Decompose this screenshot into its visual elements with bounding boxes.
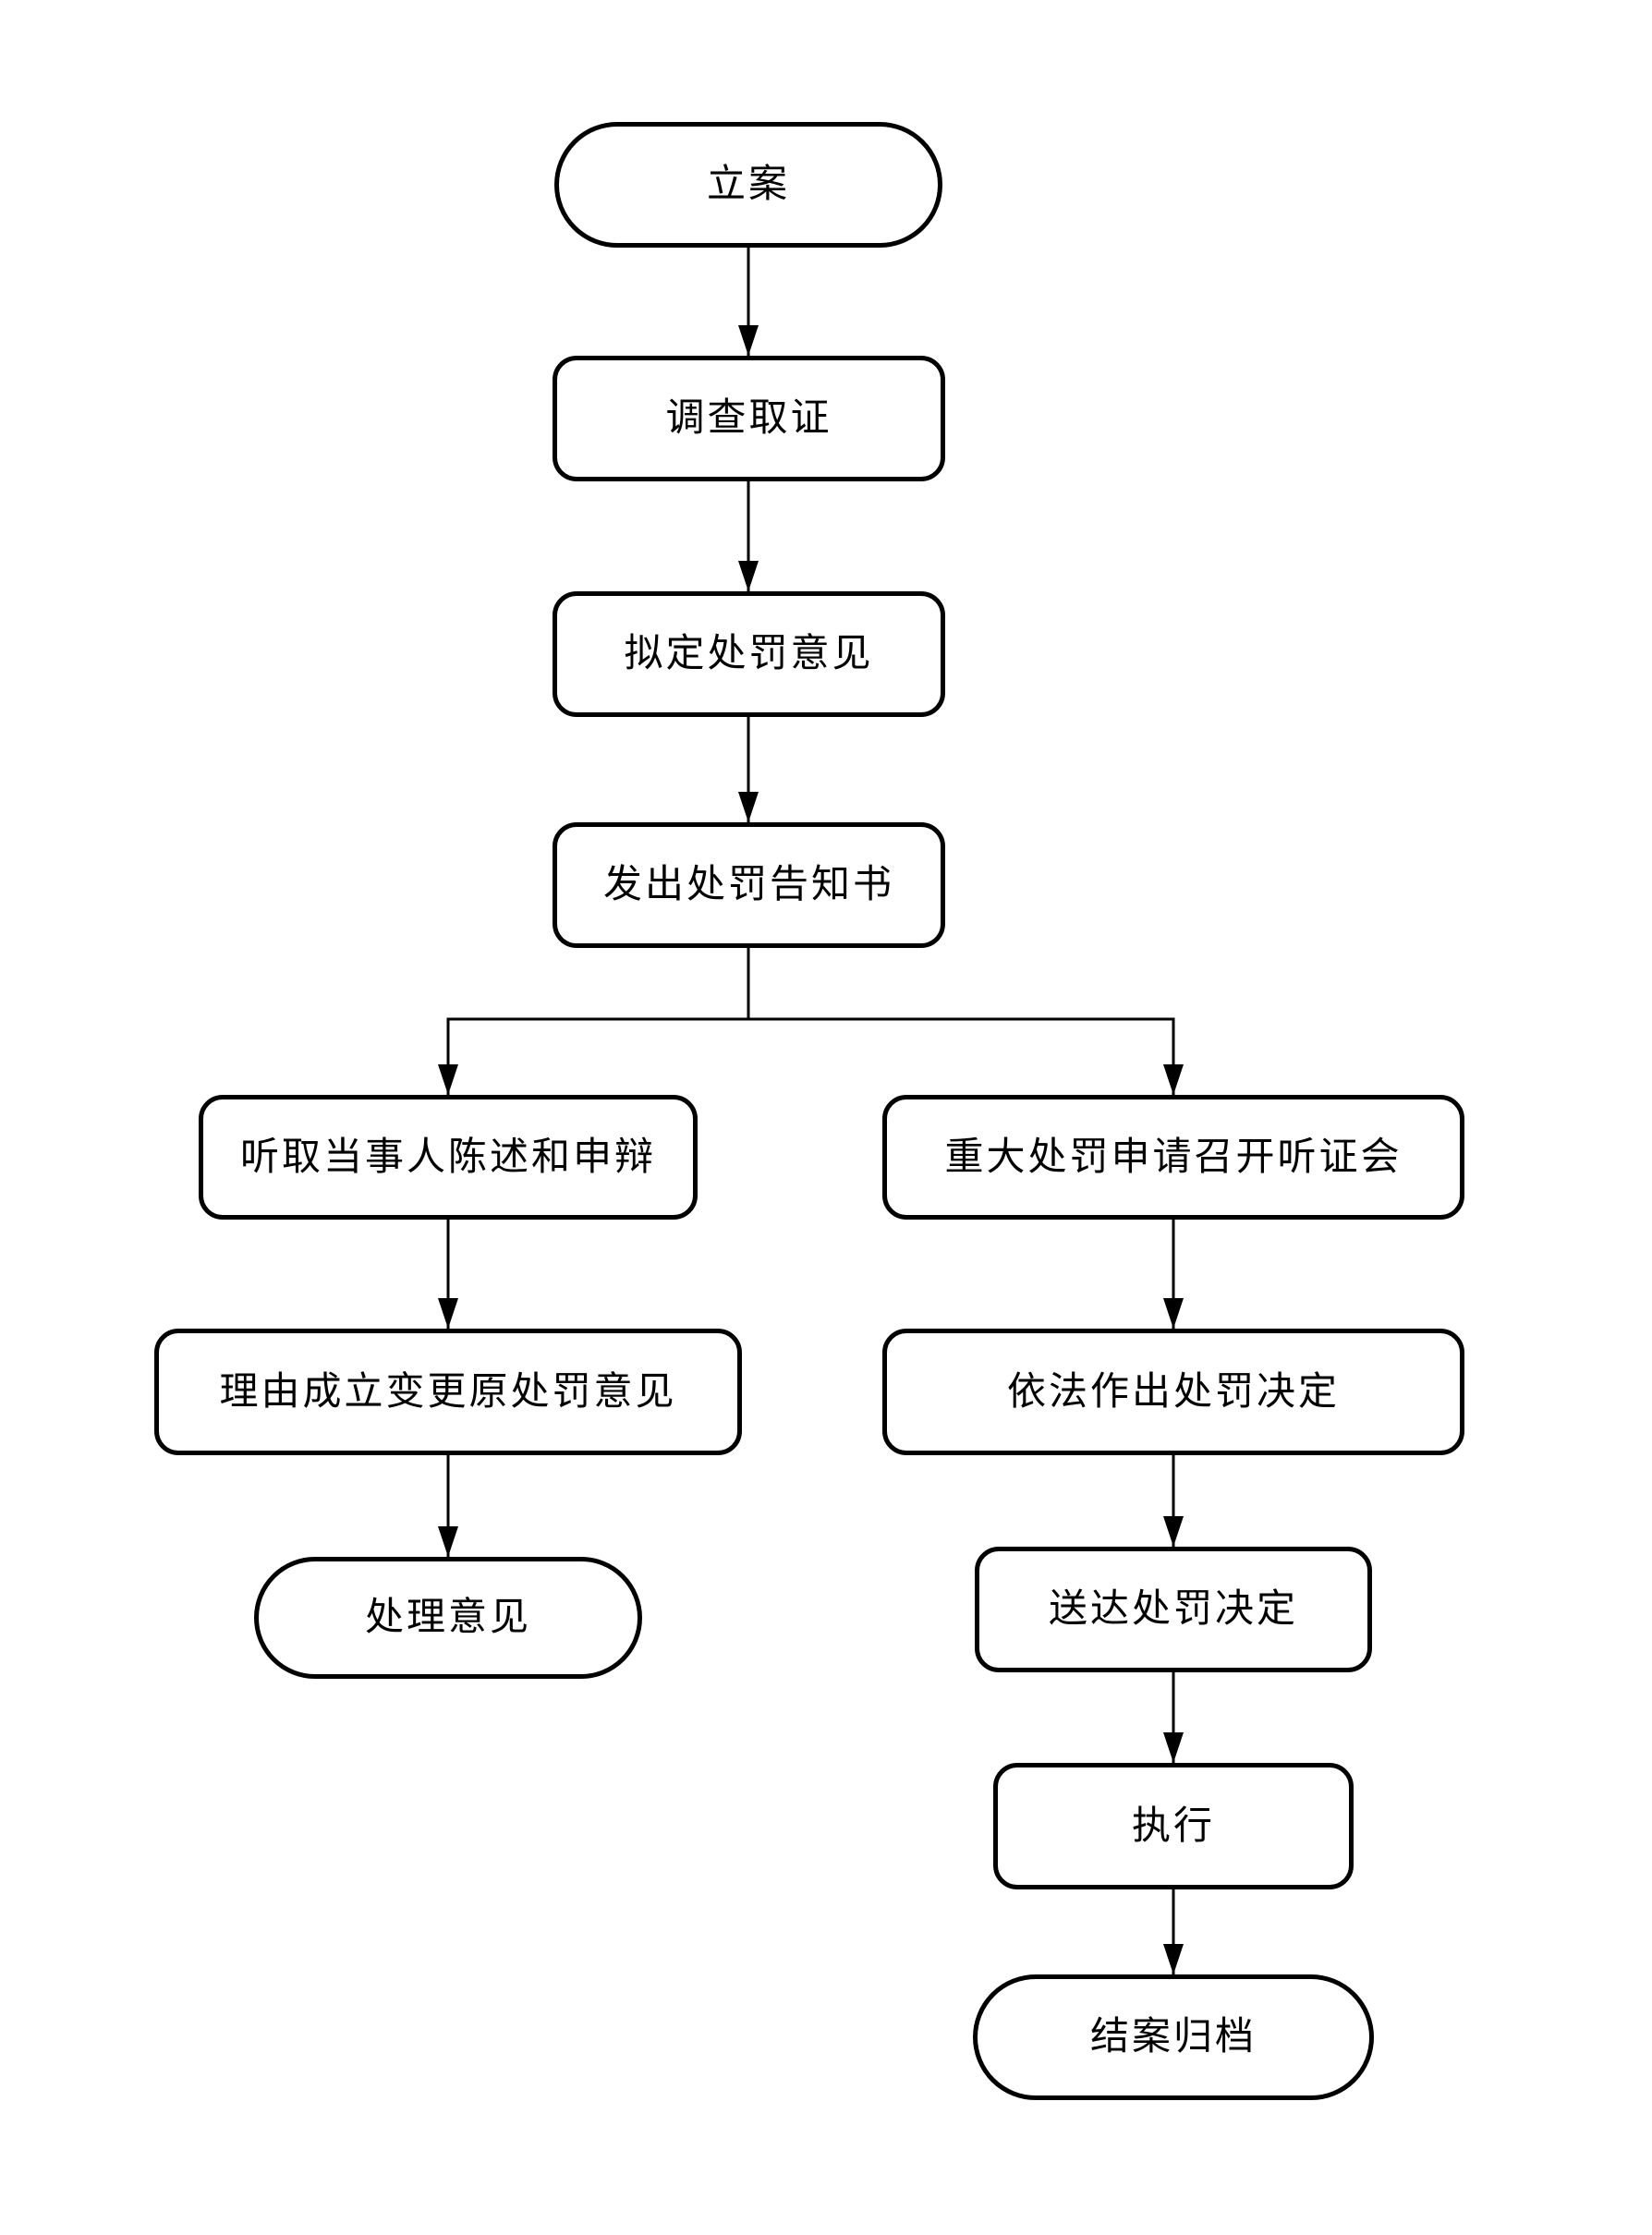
node-close-case-archive: 结案归档 [973,1974,1374,2100]
node-make-penalty-decision: 依法作出处罚决定 [882,1329,1464,1455]
node-hear-statement-defense: 听取当事人陈述和申辩 [199,1095,698,1220]
node-investigation-evidence: 调查取证 [553,356,945,481]
node-issue-penalty-notice: 发出处罚告知书 [553,822,945,948]
node-draft-penalty-opinion: 拟定处罚意见 [553,591,945,717]
node-change-original-opinion: 理由成立变更原处罚意见 [154,1329,742,1455]
node-execute: 执行 [993,1763,1354,1889]
node-handling-opinion: 处理意见 [254,1557,642,1679]
node-case-filing: 立案 [554,122,942,248]
node-deliver-penalty-decision: 送达处罚决定 [975,1547,1372,1672]
node-major-penalty-hearing: 重大处罚申请召开听证会 [882,1095,1464,1220]
